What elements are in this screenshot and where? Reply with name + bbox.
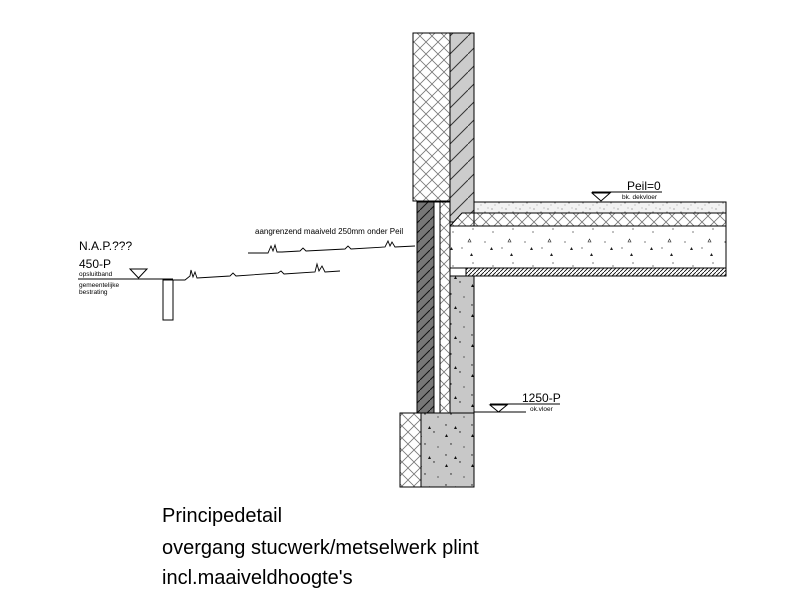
- level-1250-label: 1250-P: [522, 391, 561, 405]
- level-1250-sub-label: ok.vloer: [530, 406, 554, 413]
- level-marker-peil: [590, 192, 612, 202]
- lower-concrete-wall: [449, 275, 475, 414]
- cavity: [433, 201, 441, 414]
- ground-line-lower: [173, 262, 341, 281]
- lower-insulation: [439, 201, 451, 414]
- ground-note: aangrenzend maaiveld 250mm onder Peil: [255, 227, 403, 236]
- nap-label: N.A.P.???: [79, 239, 132, 253]
- peil-sub-label: bk. dekvloer: [622, 194, 658, 201]
- floor-slab: [449, 225, 727, 269]
- floor-insulation: [473, 212, 727, 227]
- peil-label: Peil=0: [627, 179, 661, 193]
- plinth-brickwork: [416, 201, 435, 414]
- title-line-2: overgang stucwerk/metselwerk plint: [162, 537, 479, 559]
- slab-underlayer: [465, 267, 727, 277]
- kerb-label-3: bestrating: [79, 289, 108, 296]
- level-marker-1250: [488, 404, 509, 413]
- upper-wall-masonry: [449, 32, 475, 223]
- kerb: [162, 279, 174, 321]
- upper-wall-insulation: [412, 32, 451, 202]
- kerb-label-1: opsluitband: [79, 271, 113, 278]
- kerb-label-2: gemeentelijke: [79, 282, 119, 289]
- title-line-3: incl.maaiveldhoogte's: [162, 567, 353, 589]
- floor-screed: [473, 201, 727, 214]
- title-line-1: Principedetail: [162, 505, 282, 527]
- foundation-insulation: [399, 412, 422, 488]
- ground-line-upper: [248, 239, 416, 254]
- level-marker-450: [128, 268, 149, 279]
- foundation-beam: [420, 412, 475, 488]
- level-450-label: 450-P: [79, 257, 111, 271]
